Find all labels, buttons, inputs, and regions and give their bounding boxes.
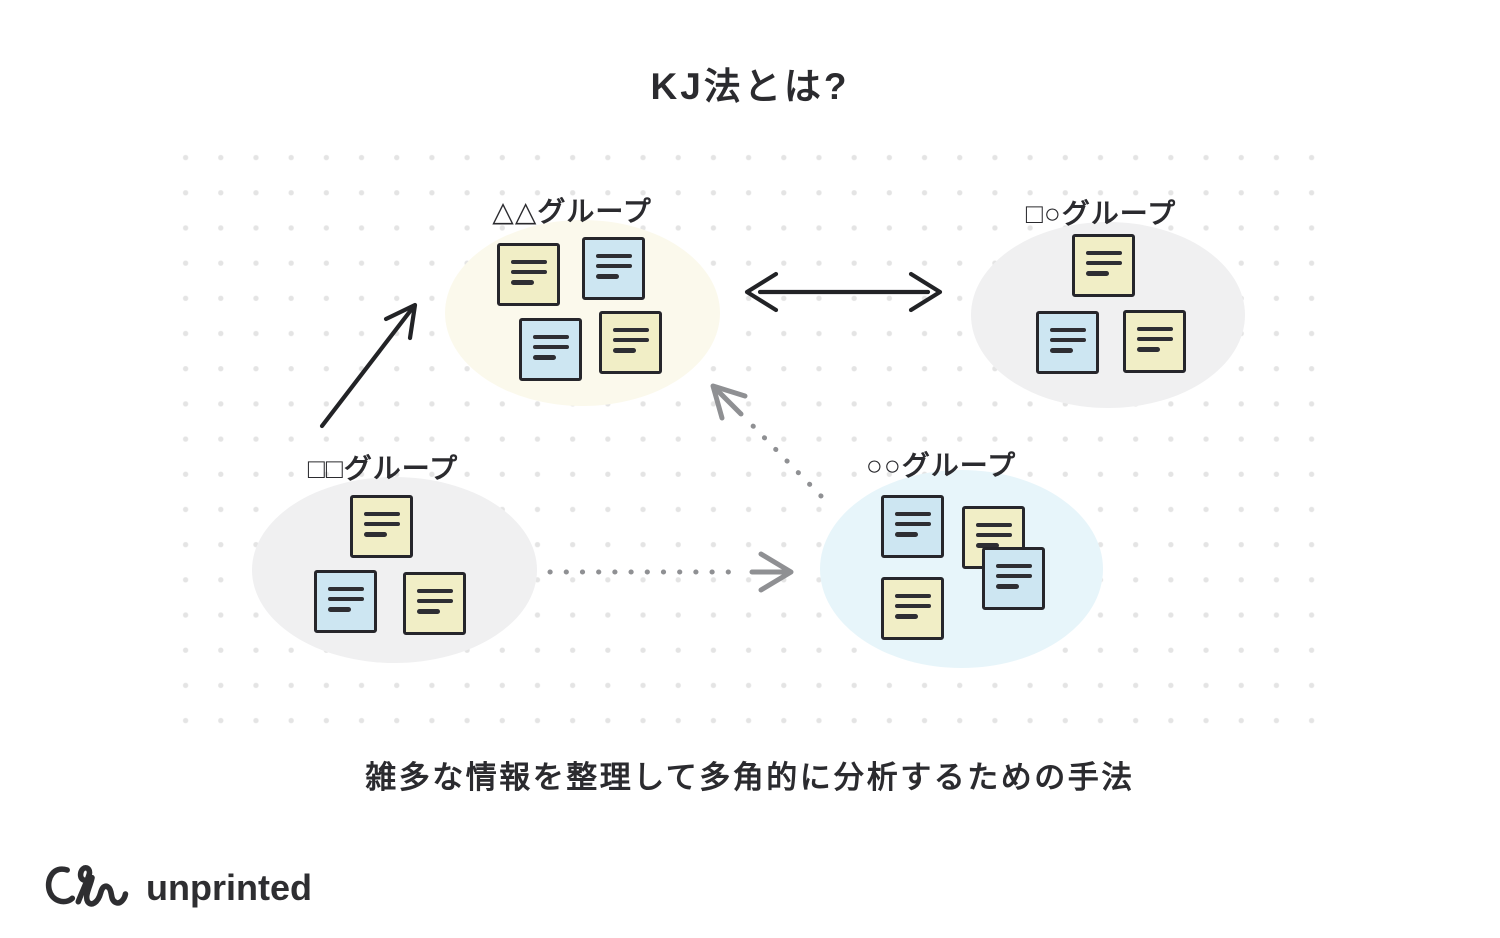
note-text-line bbox=[510, 269, 547, 275]
note-text-line bbox=[1136, 347, 1160, 352]
sticky-note-yellow bbox=[350, 495, 413, 558]
note-text-line bbox=[327, 607, 351, 612]
note-text-line bbox=[327, 586, 364, 592]
note-text-line bbox=[894, 603, 931, 609]
arrow-dotted-diagonal-icon bbox=[710, 383, 824, 499]
sticky-note-yellow bbox=[599, 311, 662, 374]
sticky-note-yellow bbox=[881, 577, 944, 640]
note-text-line bbox=[1136, 336, 1173, 342]
note-text-line bbox=[532, 355, 556, 360]
note-text-line bbox=[995, 563, 1032, 569]
note-text-line bbox=[416, 609, 440, 614]
unprinted-logo-text: unprinted bbox=[146, 867, 312, 908]
note-text-line bbox=[510, 259, 547, 265]
note-text-line bbox=[612, 327, 649, 333]
note-text-line bbox=[363, 521, 400, 527]
note-text-line bbox=[894, 511, 931, 517]
note-text-line bbox=[595, 263, 632, 269]
note-text-line bbox=[894, 614, 918, 619]
group-label-triangle-triangle: △△グループ bbox=[492, 196, 652, 227]
sticky-note-blue bbox=[881, 495, 944, 558]
note-text-line bbox=[894, 593, 931, 599]
note-text-line bbox=[1049, 348, 1073, 353]
unprinted-logo[interactable]: unprinted bbox=[42, 854, 312, 922]
note-text-line bbox=[894, 521, 931, 527]
note-text-line bbox=[1085, 271, 1109, 276]
arrow-solid-up-icon bbox=[319, 302, 418, 429]
note-text-line bbox=[975, 522, 1012, 528]
note-text-line bbox=[595, 274, 619, 279]
note-text-line bbox=[1085, 260, 1122, 266]
note-text-line bbox=[975, 532, 1012, 538]
sticky-note-yellow bbox=[1072, 234, 1135, 297]
note-text-line bbox=[363, 532, 387, 537]
sticky-note-blue bbox=[519, 318, 582, 381]
sticky-note-yellow bbox=[403, 572, 466, 635]
note-text-line bbox=[532, 334, 569, 340]
sticky-note-yellow bbox=[1123, 310, 1186, 373]
note-text-line bbox=[327, 596, 364, 602]
note-text-line bbox=[612, 337, 649, 343]
note-text-line bbox=[1085, 250, 1122, 256]
arrow-dotted-horizontal-icon bbox=[547, 551, 794, 593]
subtitle: 雑多な情報を整理して多角的に分析するための手法 bbox=[365, 760, 1135, 795]
note-text-line bbox=[595, 253, 632, 259]
unprinted-logo-mark-icon bbox=[45, 865, 129, 907]
sticky-note-yellow bbox=[497, 243, 560, 306]
group-blob-circle-circle bbox=[820, 470, 1103, 668]
page-title: KJ法とは? bbox=[650, 66, 850, 107]
note-text-line bbox=[416, 588, 453, 594]
note-text-line bbox=[975, 543, 999, 548]
note-text-line bbox=[1049, 337, 1086, 343]
note-text-line bbox=[1136, 326, 1173, 332]
note-text-line bbox=[510, 280, 534, 285]
group-label-square-circle: □○グループ bbox=[1025, 198, 1177, 229]
group-label-circle-circle: ○○グループ bbox=[865, 450, 1017, 481]
arrow-double-horizontal-icon bbox=[744, 271, 943, 313]
note-text-line bbox=[995, 584, 1019, 589]
note-text-line bbox=[1049, 327, 1086, 333]
note-text-line bbox=[363, 511, 400, 517]
note-text-line bbox=[894, 532, 918, 537]
note-text-line bbox=[995, 573, 1032, 579]
sticky-note-blue bbox=[1036, 311, 1099, 374]
note-text-line bbox=[612, 348, 636, 353]
group-label-square-square: □□グループ bbox=[307, 453, 459, 484]
sticky-note-blue bbox=[314, 570, 377, 633]
sticky-note-blue bbox=[582, 237, 645, 300]
sticky-note-blue bbox=[982, 547, 1045, 610]
note-text-line bbox=[532, 344, 569, 350]
note-text-line bbox=[416, 598, 453, 604]
